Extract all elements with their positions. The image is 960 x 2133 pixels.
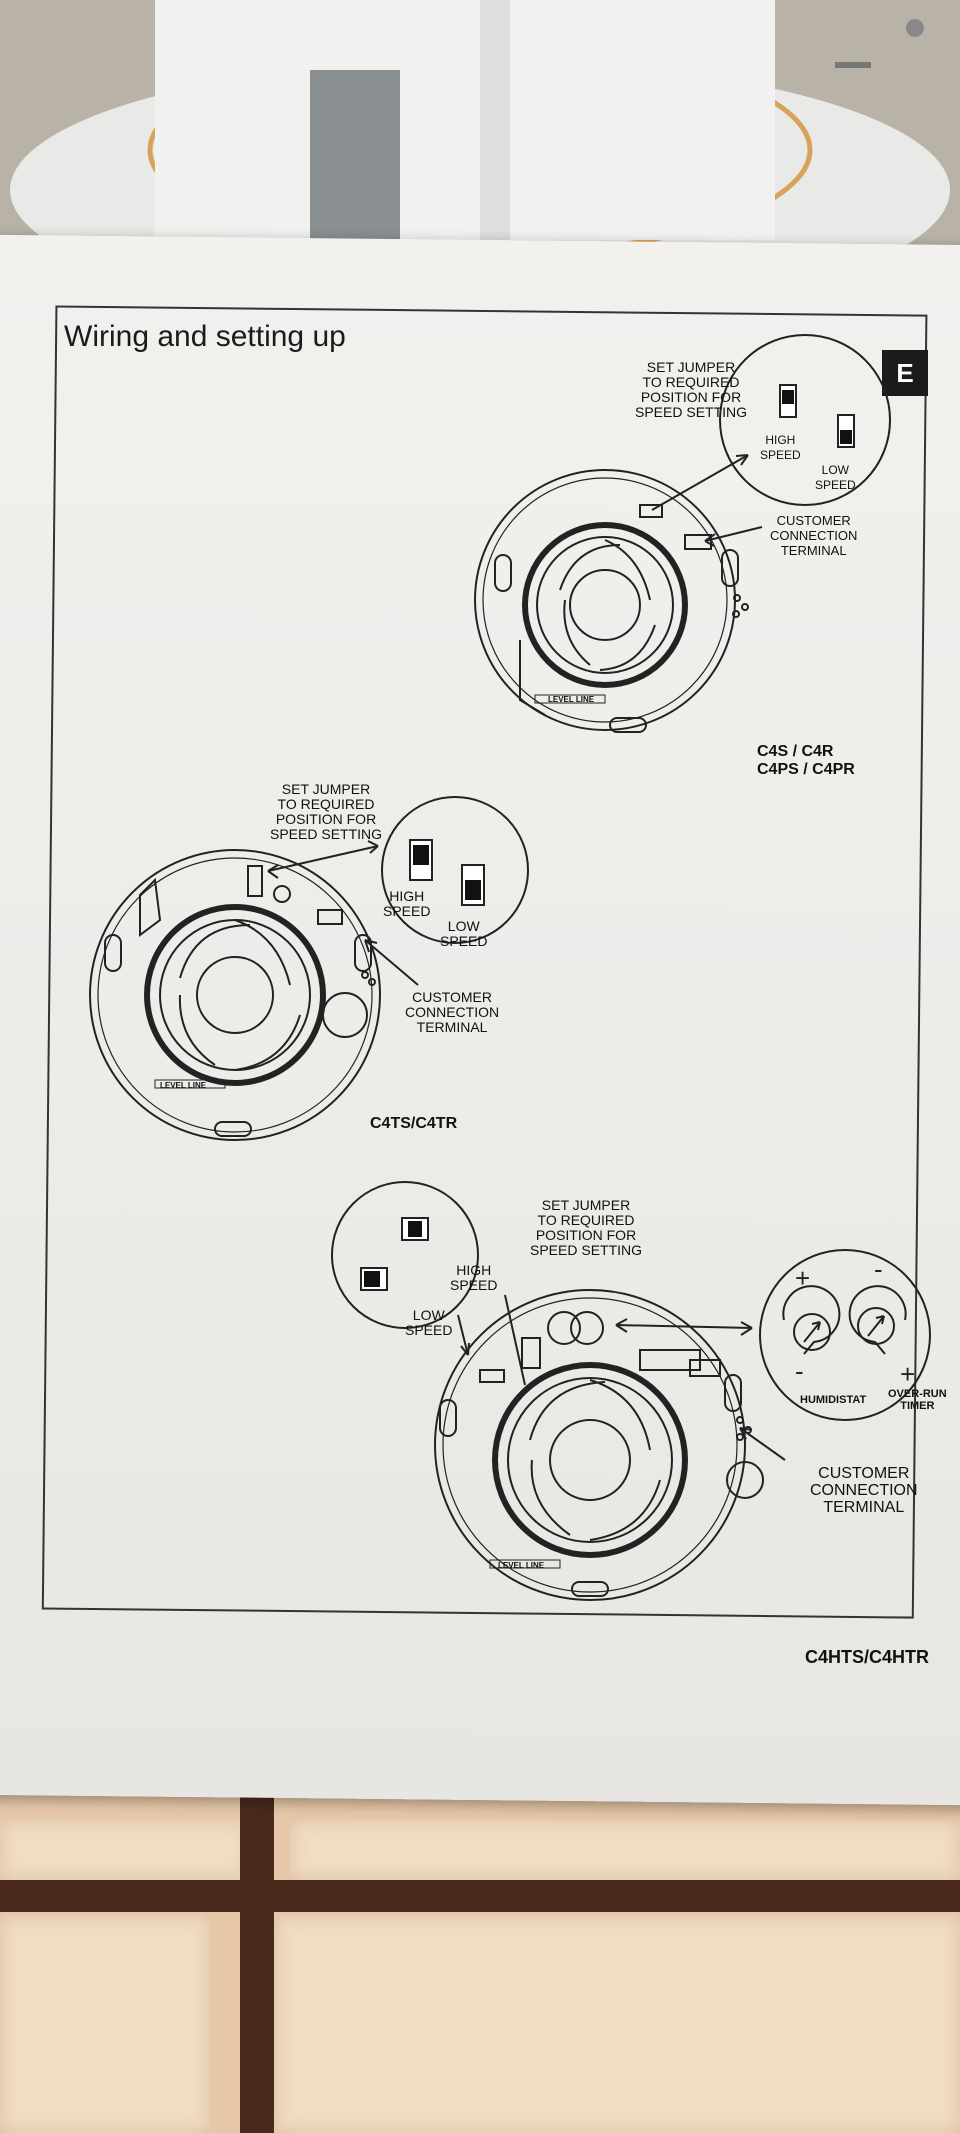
label-line: CONNECTION xyxy=(405,1004,500,1020)
jumper-note-middle: SET JUMPER TO REQUIRED POSITION FOR SPEE… xyxy=(270,782,382,842)
svg-text:+: + xyxy=(900,1359,915,1389)
model-label-middle: C4TS/C4TR xyxy=(370,1115,458,1132)
high-speed-label-top: HIGH SPEED xyxy=(760,433,801,463)
jumper-note-line: POSITION FOR xyxy=(275,811,377,827)
jumper-note-line: TO REQUIRED xyxy=(537,1212,635,1228)
label-line: TIMER xyxy=(900,1400,935,1412)
jumper-note-top: SET JUMPER TO REQUIRED POSITION FOR SPEE… xyxy=(635,360,747,420)
label-line: TERMINAL xyxy=(416,1019,488,1035)
jumper-note-line: SET JUMPER xyxy=(646,359,736,375)
low-speed-label-bottom: LOW SPEED xyxy=(405,1308,452,1338)
label-line: LOW xyxy=(821,463,850,477)
low-speed-label-top: LOW SPEED xyxy=(815,463,856,493)
section-tab: E xyxy=(882,350,928,396)
model-line: C4S / C4R xyxy=(757,743,834,760)
label-line: CUSTOMER xyxy=(818,1465,910,1482)
terminal-label-middle: CUSTOMER CONNECTION TERMINAL xyxy=(405,990,499,1035)
jumper-note-line: SET JUMPER xyxy=(541,1197,631,1213)
label-line: HIGH xyxy=(456,1262,492,1278)
jumper-note-line: TO REQUIRED xyxy=(277,796,375,812)
jumper-note-line: TO REQUIRED xyxy=(642,374,740,390)
label-line: SPEED xyxy=(440,933,488,949)
label-line: LOW xyxy=(447,918,480,934)
page-title: Wiring and setting up xyxy=(64,320,346,353)
overrun-timer-label: OVER-RUN TIMER xyxy=(888,1388,947,1412)
jumper-note-line: POSITION FOR xyxy=(640,389,742,405)
label-line: SPEED xyxy=(450,1277,498,1293)
svg-text:-: - xyxy=(795,1356,804,1386)
label-line: HIGH xyxy=(389,888,425,904)
jumper-note-line: SET JUMPER xyxy=(281,781,371,797)
label-line: CUSTOMER xyxy=(776,513,851,528)
low-speed-label-middle: LOW SPEED xyxy=(440,919,487,949)
model-line: C4PS / C4PR xyxy=(757,761,855,778)
level-line-bottom: LEVEL LINE xyxy=(498,1561,545,1570)
level-line-top: LEVEL LINE xyxy=(548,695,595,704)
label-line: SPEED xyxy=(405,1322,453,1338)
jumper-note-bottom: SET JUMPER TO REQUIRED POSITION FOR SPEE… xyxy=(530,1198,642,1258)
floor-tiles xyxy=(0,1790,960,2133)
label-line: CONNECTION xyxy=(810,1482,918,1499)
label-line: TERMINAL xyxy=(780,543,847,558)
label-line: CUSTOMER xyxy=(412,989,492,1005)
label-line: OVER-RUN xyxy=(888,1388,947,1400)
level-line-middle: LEVEL LINE xyxy=(160,1081,207,1090)
label-line: SPEED xyxy=(383,903,431,919)
svg-text:-: - xyxy=(874,1254,883,1284)
high-speed-label-middle: HIGH SPEED xyxy=(383,889,430,919)
model-label-bottom: C4HTS/C4HTR xyxy=(805,1647,930,1667)
terminal-label-bottom: CUSTOMER CONNECTION TERMINAL xyxy=(810,1465,918,1516)
label-line: SPEED xyxy=(815,478,856,492)
jumper-note-line: SPEED SETTING xyxy=(530,1242,643,1258)
label-line: SPEED xyxy=(760,448,801,462)
label-line: CONNECTION xyxy=(770,528,858,543)
label-line: LOW xyxy=(412,1307,445,1323)
high-speed-label-bottom: HIGH SPEED xyxy=(450,1263,497,1293)
jumper-note-line: POSITION FOR xyxy=(535,1227,637,1243)
terminal-label-top: CUSTOMER CONNECTION TERMINAL xyxy=(770,513,857,558)
humidistat-label: HUMIDISTAT xyxy=(800,1394,867,1406)
jumper-note-line: SPEED SETTING xyxy=(635,404,748,420)
model-label-top: C4S / C4R C4PS / C4PR xyxy=(757,743,855,779)
label-line: HIGH xyxy=(765,433,796,447)
jumper-note-line: SPEED SETTING xyxy=(270,826,383,842)
svg-text:+: + xyxy=(795,1263,810,1293)
label-line: TERMINAL xyxy=(823,1499,905,1516)
